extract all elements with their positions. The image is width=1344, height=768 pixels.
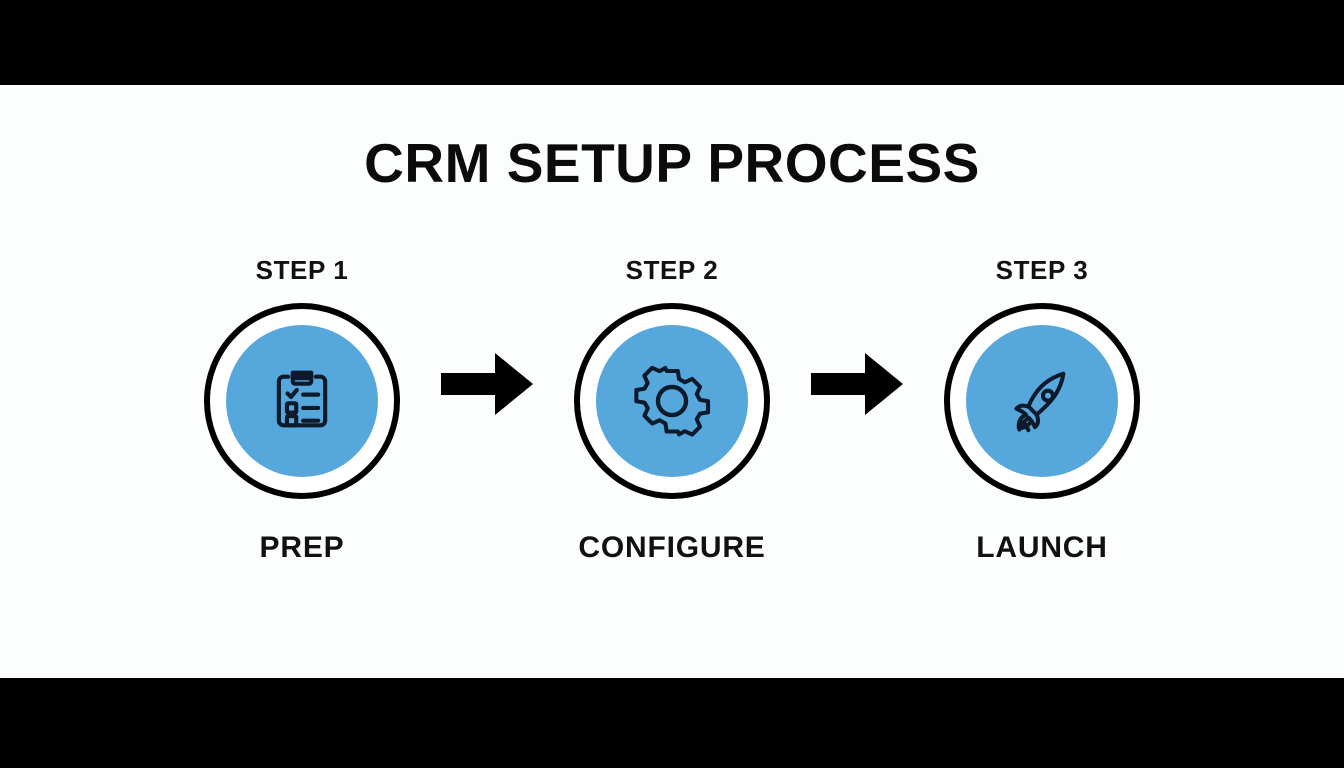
step-number-label: STEP 2 [625,255,719,285]
step-icon-disc [966,325,1118,477]
process-step-launch[interactable]: STEP 3 [917,255,1167,565]
gear-icon [633,362,711,440]
page-title: CRM SETUP PROCESS [364,132,980,194]
slide-canvas: CRM SETUP PROCESS STEP 1 [0,85,1344,678]
process-step-prep[interactable]: STEP 1 [177,255,427,565]
step-icon-disc [596,325,748,477]
step-number-label: STEP 1 [255,255,349,285]
step-icon-ring [204,303,400,499]
step-number-label: STEP 3 [995,255,1089,285]
step-title-label: LAUNCH [976,531,1108,564]
letterbox-bottom [0,678,1344,768]
connector-1 [427,255,547,417]
step-icon-ring [574,303,770,499]
process-steps: STEP 1 [0,255,1344,565]
step-title-label: CONFIGURE [578,531,766,564]
arrow-right-icon [809,351,905,417]
arrow-right-icon [439,351,535,417]
step-title-label: PREP [259,531,345,564]
letterbox-top [0,0,1344,85]
connector-2 [797,255,917,417]
clipboard-checklist-icon [265,364,339,438]
step-icon-ring [944,303,1140,499]
rocket-icon [1004,363,1080,439]
step-icon-disc [226,325,378,477]
process-step-configure[interactable]: STEP 2 CONFIGURE [547,255,797,565]
